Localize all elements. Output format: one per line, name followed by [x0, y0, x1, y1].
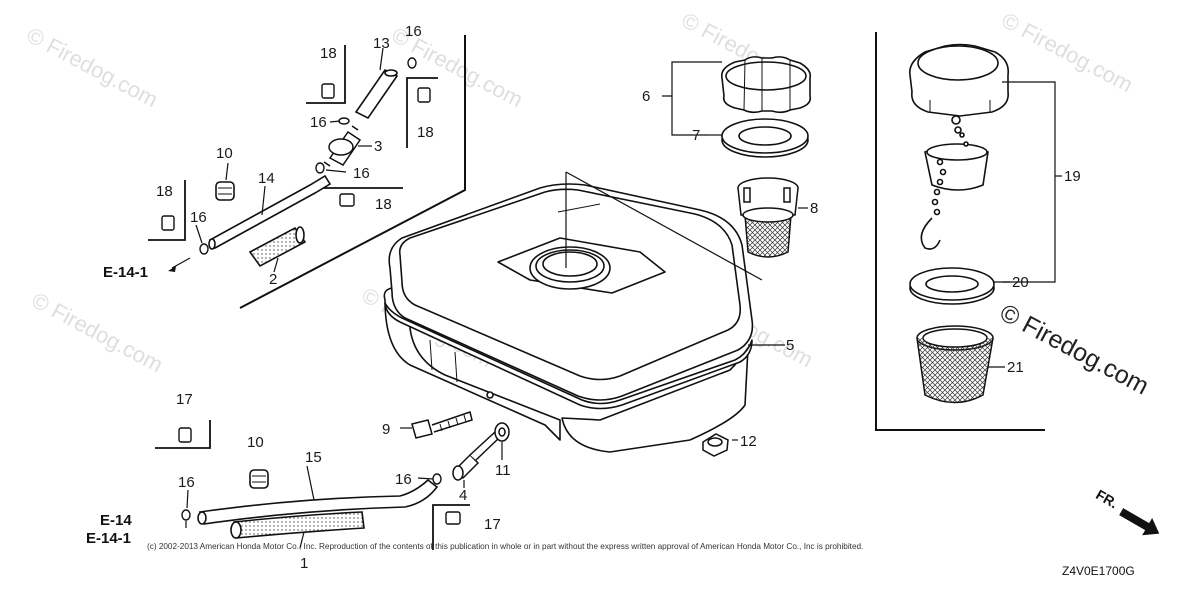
callout-19: 19 [1064, 168, 1081, 185]
leader-lines [171, 47, 1062, 549]
callout-16: 16 [190, 209, 207, 226]
callout-18: 18 [375, 196, 392, 213]
watermark: © Firedog.com [998, 7, 1137, 97]
callout-16: 16 [178, 474, 195, 491]
callout-12: 12 [740, 433, 757, 450]
callout-7: 7 [692, 127, 700, 144]
callout-1: 1 [300, 555, 308, 572]
section-references: E-14-1 E-14 E-14-1 [86, 264, 148, 547]
callout-4: 4 [459, 487, 467, 504]
clip-part-18 [161, 215, 175, 231]
callout-8: 8 [810, 200, 818, 217]
reference-e-14-1-lower: E-14-1 [86, 530, 131, 547]
callout-20: 20 [1012, 274, 1029, 291]
clip-part-18 [417, 87, 431, 103]
right-section-frame [875, 32, 1045, 431]
callout-2: 2 [269, 271, 277, 288]
callout-6: 6 [642, 88, 650, 105]
reference-arrows [168, 266, 176, 272]
callout-14: 14 [258, 170, 275, 187]
fuel-hose-part-15 [197, 478, 439, 525]
drain-plug-part-12 [702, 433, 729, 457]
firedog-copyright-mark: © Firedog.com [995, 299, 1153, 401]
clip-part-17 [445, 511, 461, 525]
callout-10: 10 [247, 434, 264, 451]
callout-17: 17 [176, 391, 193, 408]
fuel-cap-with-strap-part-19 [908, 43, 1010, 250]
fuel-tank [383, 183, 754, 453]
clip-part-16 [199, 243, 209, 255]
cap-gasket-part-20 [909, 267, 995, 305]
callout-13: 13 [373, 35, 390, 52]
clip-part-16 [407, 57, 417, 69]
callout-18: 18 [156, 183, 173, 200]
clip-part-17 [178, 427, 192, 443]
watermark: © Firedog.com [28, 287, 167, 377]
cap-gasket-part-7 [721, 118, 809, 158]
callout-11: 11 [495, 462, 511, 479]
fuel-hose-part-13 [354, 68, 399, 120]
callout-16: 16 [310, 114, 327, 131]
callout-5: 5 [786, 337, 794, 354]
callout-15: 15 [305, 449, 322, 466]
callout-labels: 6 7 8 5 19 20 21 16 13 18 18 16 3 16 18 … [156, 23, 1081, 572]
callout-10: 10 [216, 145, 233, 162]
diagram-code: Z4V0E1700G [1062, 564, 1135, 578]
callout-9: 9 [382, 421, 390, 438]
reproduction-notice: (c) 2002-2013 American Honda Motor Co., … [147, 542, 863, 551]
fuel-strainer-part-8 [737, 177, 799, 258]
callout-16: 16 [395, 471, 412, 488]
callout-16: 16 [353, 165, 370, 182]
bolt-part-9 [411, 411, 473, 439]
upper-left-section-frame [239, 35, 466, 309]
hose-clips [161, 57, 461, 525]
fuel-strainer-part-21 [916, 325, 994, 404]
front-arrow-icon [1119, 508, 1160, 536]
washer-part-11 [494, 422, 510, 442]
tube-part-1 [230, 511, 365, 539]
clip-part-16 [315, 162, 325, 174]
fuel-joint-part-4 [452, 430, 502, 481]
reference-e-14: E-14 [100, 512, 132, 529]
callout-18: 18 [417, 124, 434, 141]
fuel-valve-part-3 [323, 125, 362, 167]
clip-part-16 [181, 509, 191, 521]
clip-part-18 [321, 83, 335, 99]
front-direction-indicator: FR. [1093, 486, 1160, 536]
callout-16: 16 [405, 23, 422, 40]
bracket-frames [148, 45, 470, 550]
clip-part-18 [339, 193, 355, 207]
callout-21: 21 [1007, 359, 1024, 376]
grommet-part-10-upper [215, 181, 235, 201]
watermark: © Firedog.com [23, 22, 162, 112]
clip-part-16 [338, 117, 350, 125]
reference-e-14-1-upper: E-14-1 [103, 264, 148, 281]
callout-18: 18 [320, 45, 337, 62]
grommet-part-10-lower [249, 469, 269, 489]
callout-3: 3 [374, 138, 382, 155]
tube-part-2 [248, 226, 307, 268]
clip-part-16 [432, 473, 442, 485]
fuel-cap-part-6 [720, 56, 812, 114]
fuel-hose-part-14 [208, 174, 332, 250]
callout-17: 17 [484, 516, 501, 533]
front-label: FR. [1093, 486, 1121, 511]
